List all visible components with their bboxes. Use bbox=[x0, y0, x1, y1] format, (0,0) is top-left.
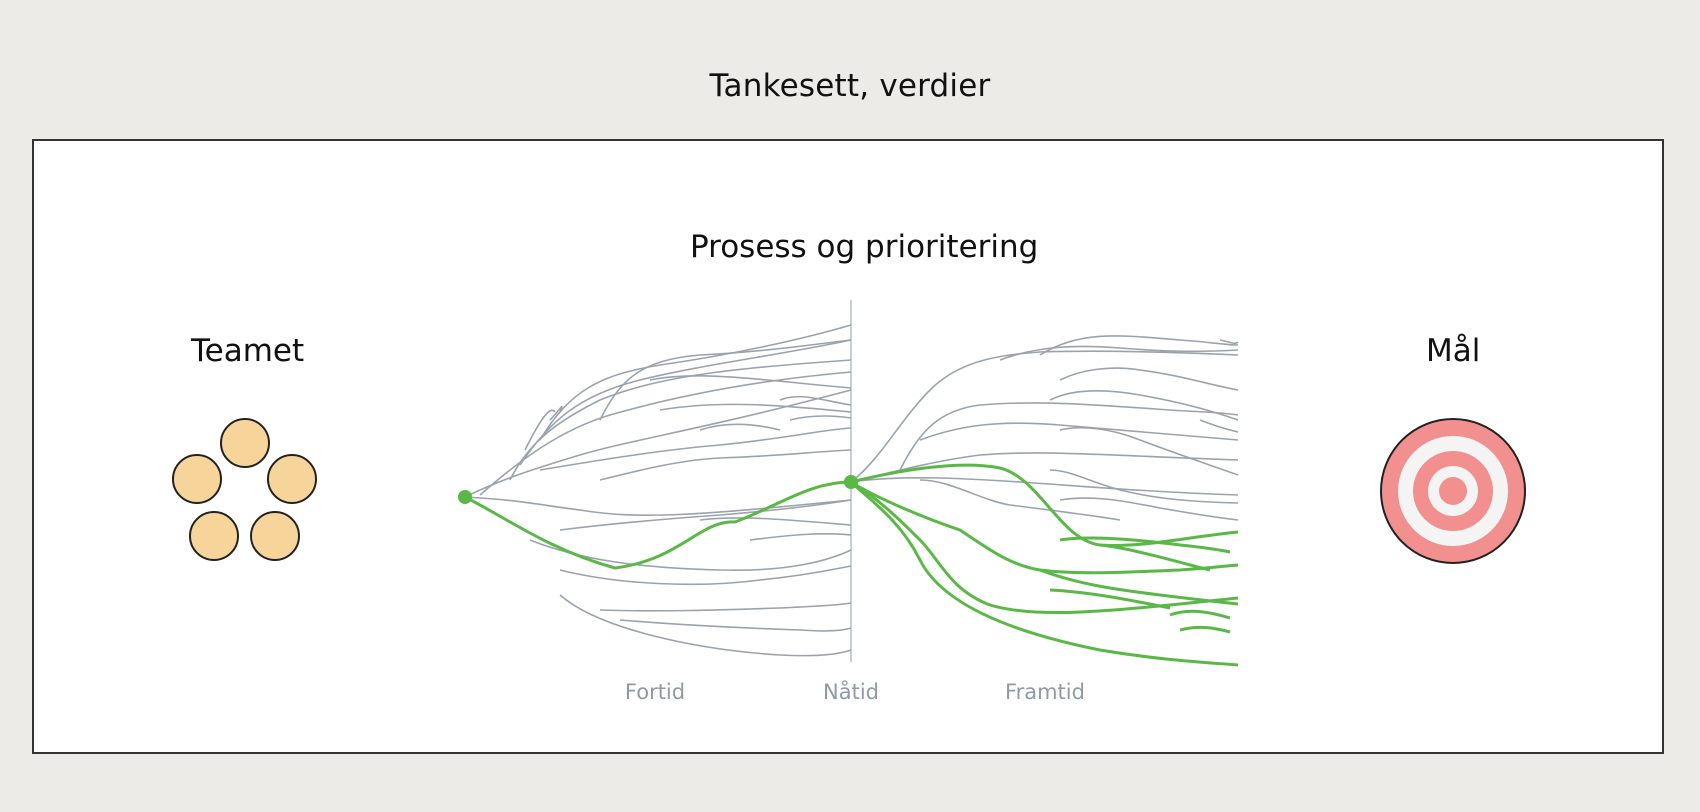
start-dot bbox=[458, 490, 472, 504]
future-branches bbox=[850, 335, 1239, 521]
present-dot bbox=[844, 475, 858, 489]
target-icon bbox=[1380, 418, 1526, 564]
timeline-future-label: Framtid bbox=[1005, 680, 1085, 704]
team-members-icon bbox=[172, 418, 317, 561]
timeline-past-label: Fortid bbox=[624, 680, 686, 704]
team-label: Teamet bbox=[191, 333, 305, 369]
goal-label: Mål bbox=[1426, 333, 1481, 369]
process-title: Prosess og prioritering bbox=[690, 229, 1039, 265]
chosen-path bbox=[464, 463, 1239, 667]
page-title: Tankesett, verdier bbox=[709, 68, 991, 104]
past-branches bbox=[464, 324, 852, 657]
timeline-present-label: Nåtid bbox=[823, 680, 879, 704]
